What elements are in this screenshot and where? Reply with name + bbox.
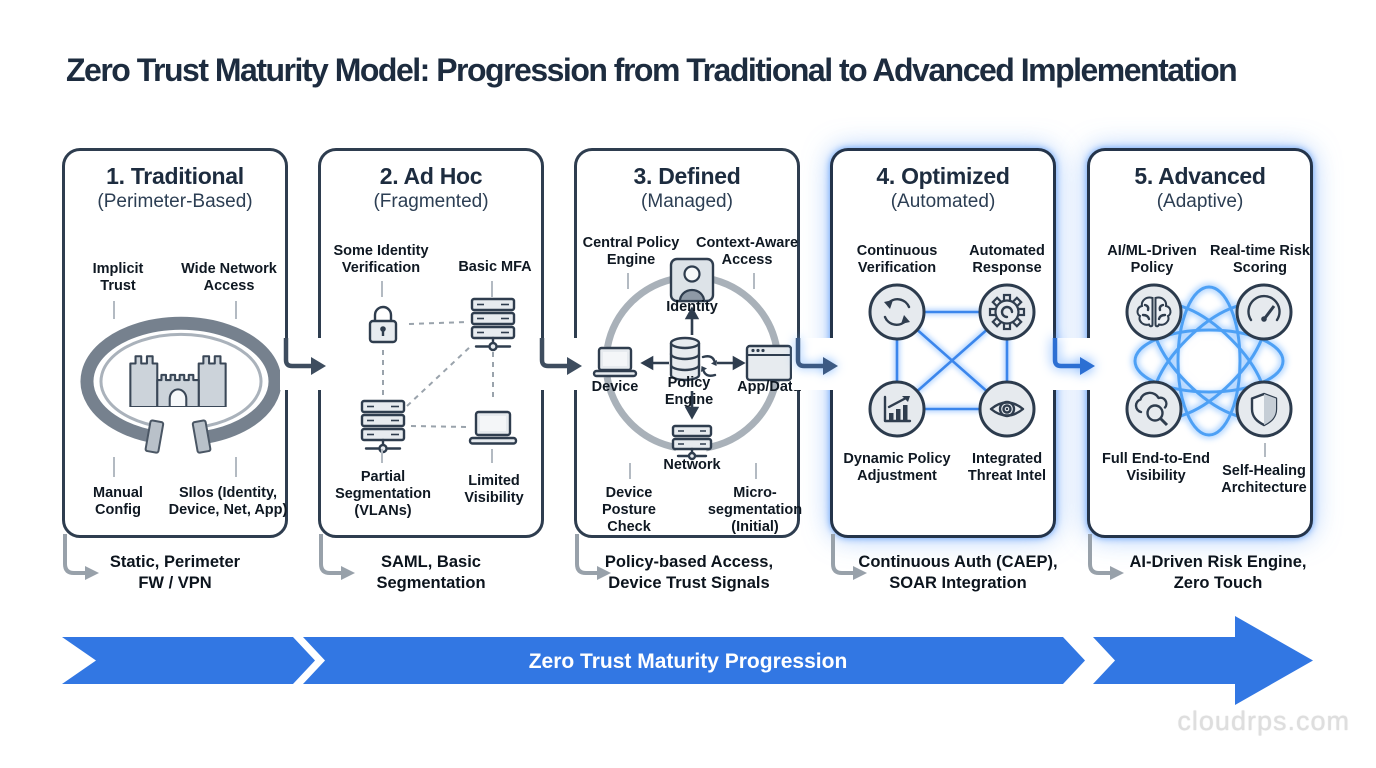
adaptive-mesh <box>1125 283 1293 439</box>
label-implicit-trust: Implicit Trust <box>92 261 144 294</box>
label-automated-response: Automated Response <box>969 243 1045 276</box>
visibility-cloud-search-icon <box>1125 380 1183 438</box>
label-central-policy-engine: Central Policy Engine <box>582 235 680 268</box>
automated-response-gear-icon <box>978 283 1036 341</box>
connector-tick <box>629 463 631 479</box>
caption-defined: Policy-based Access, Device Trust Signal… <box>604 553 774 593</box>
stage-number-title: 4. Optimized <box>876 163 1010 189</box>
app-window-icon <box>745 344 793 382</box>
label-partial-segmentation: Partial Segmentation (VLANs) <box>335 469 431 519</box>
stage-subtitle: (Perimeter-Based) <box>97 191 253 212</box>
connector-tick <box>235 457 237 477</box>
card-heading: 4. Optimized (Automated) <box>833 163 1053 213</box>
server-icon <box>360 399 406 454</box>
label-integrated-threat-intel: Integrated Threat Intel <box>967 451 1047 484</box>
card-heading: 2. Ad Hoc (Fragmented) <box>321 163 541 213</box>
card-heading: 5. Advanced (Adaptive) <box>1090 163 1310 213</box>
label-network: Network <box>663 457 721 473</box>
label-continuous-verification: Continuous Verification <box>856 243 938 276</box>
lock-icon <box>368 305 398 344</box>
label-app-data: App/Data <box>737 379 801 395</box>
card-heading: 1. Traditional (Perimeter-Based) <box>65 163 285 213</box>
connector-tick <box>1264 443 1266 457</box>
stage-card-adhoc: 2. Ad Hoc (Fragmented) Some Identity Ver… <box>318 148 544 538</box>
threat-intel-eye-icon <box>978 380 1036 438</box>
label-self-healing-architecture: Self-Healing Architecture <box>1221 463 1307 496</box>
stage-number-title: 1. Traditional <box>106 163 244 189</box>
label-ai-ml-driven-policy: AI/ML-Driven Policy <box>1107 243 1197 276</box>
dynamic-policy-chart-icon <box>868 380 926 438</box>
stage-arrow-4-5 <box>1051 338 1097 390</box>
label-device-posture-check: Device Posture Check <box>602 485 656 535</box>
connector-tick <box>381 449 383 463</box>
label-manual-config: Manual Config <box>93 485 143 518</box>
connector-tick <box>627 273 629 289</box>
stage-card-optimized: 4. Optimized (Automated) Continuous Veri… <box>830 148 1056 538</box>
page-title: Zero Trust Maturity Model: Progression f… <box>66 52 1238 88</box>
laptop-icon <box>468 410 518 445</box>
stage-arrow-2-3 <box>538 338 584 390</box>
label-dynamic-policy-adjustment: Dynamic Policy Adjustment <box>843 451 951 484</box>
banner-label: Zero Trust Maturity Progression <box>529 650 848 673</box>
connector-tick <box>235 301 237 319</box>
stage-arrow-3-4 <box>794 338 840 390</box>
self-healing-shield-icon <box>1235 380 1293 438</box>
label-limited-visibility: Limited Visibility <box>464 473 524 506</box>
identity-person-icon <box>669 257 715 303</box>
stage-number-title: 2. Ad Hoc <box>379 163 483 189</box>
network-server-icon <box>671 424 713 461</box>
stage-card-traditional: 1. Traditional (Perimeter-Based) Implici… <box>62 148 288 538</box>
label-realtime-risk-scoring: Real-time Risk Scoring <box>1210 243 1310 276</box>
connector-tick <box>113 457 115 477</box>
castle-icon <box>125 349 231 407</box>
connector-tick <box>491 449 493 463</box>
server-icon <box>470 297 516 352</box>
caption-arrow <box>828 534 874 590</box>
label-full-end-to-end-visibility: Full End-to-End Visibility <box>1102 451 1210 484</box>
stage-subtitle: (Automated) <box>890 191 996 212</box>
perimeter-ring-icon <box>74 309 282 461</box>
caption-optimized: Continuous Auth (CAEP), SOAR Integration <box>858 553 1058 593</box>
caption-arrow <box>1085 534 1131 590</box>
stage-number-title: 5. Advanced <box>1134 163 1266 189</box>
caption-advanced: AI-Driven Risk Engine, Zero Touch <box>1129 553 1307 593</box>
label-silos: SIlos (Identity, Device, Net, App) <box>168 485 288 518</box>
connector-tick <box>755 463 757 479</box>
card-heading: 3. Defined (Managed) <box>577 163 797 213</box>
stage-arrow-1-2 <box>282 338 328 390</box>
stage-subtitle: (Adaptive) <box>1156 191 1244 212</box>
label-some-identity-verification: Some Identity Verification <box>333 243 429 276</box>
label-micro-segmentation: Micro-segmentation (Initial) <box>707 485 803 535</box>
policy-engine-database-icon <box>669 336 717 382</box>
automation-mesh <box>868 283 1036 438</box>
stage-card-defined: 3. Defined (Managed) Central Policy Engi… <box>574 148 802 538</box>
device-laptop-icon <box>592 346 638 378</box>
label-identity: Identity <box>666 299 718 315</box>
dashed-connections <box>360 297 518 454</box>
connector-tick <box>491 281 493 297</box>
caption-adhoc: SAML, Basic Segmentation <box>376 553 486 593</box>
caption-arrow <box>572 534 618 590</box>
ai-brain-icon <box>1125 283 1183 341</box>
risk-gauge-icon <box>1235 283 1293 341</box>
label-policy-engine: Policy Engine <box>664 375 714 408</box>
label-basic-mfa: Basic MFA <box>458 259 532 275</box>
stage-number-title: 3. Defined <box>633 163 741 189</box>
caption-traditional: Static, Perimeter FW / VPN <box>109 553 241 593</box>
connector-tick <box>381 281 383 297</box>
stage-subtitle: (Fragmented) <box>373 191 489 212</box>
continuous-verification-icon <box>868 283 926 341</box>
progression-banner: Zero Trust Maturity Progression <box>62 616 1313 705</box>
caption-arrow <box>316 534 362 590</box>
connector-tick <box>113 301 115 319</box>
caption-arrow <box>60 534 106 590</box>
policy-hub-diagram <box>592 257 793 461</box>
label-device: Device <box>591 379 639 395</box>
connector-tick <box>753 273 755 289</box>
stage-subtitle: (Managed) <box>641 191 733 212</box>
label-context-aware-access: Context-Aware Access <box>695 235 799 268</box>
watermark: cloudrps.com <box>1177 706 1350 736</box>
label-wide-network-access: Wide Network Access <box>181 261 277 294</box>
stage-card-advanced: 5. Advanced (Adaptive) AI/ML-Driven Poli… <box>1087 148 1313 538</box>
